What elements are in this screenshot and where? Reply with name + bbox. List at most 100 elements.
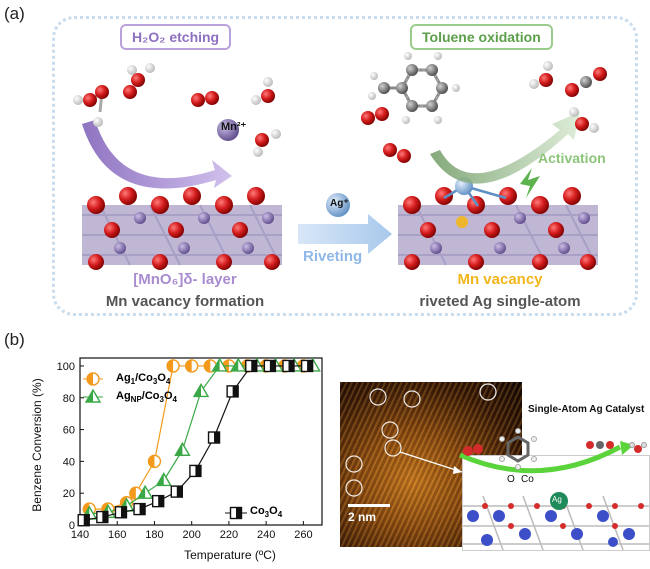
data-point-s2-fill (139, 503, 146, 515)
data-point-s1-fill (156, 473, 164, 486)
legend-marker-2-fill (236, 507, 242, 519)
activation-bolt-icon (520, 168, 540, 198)
data-point-s2-fill (158, 495, 164, 507)
layer-caption: [MnO₆]δ- layer (80, 271, 290, 288)
riveted-ag-caption: riveted Ag single-atom (419, 293, 581, 310)
water-molecule (251, 77, 275, 105)
legend-label-co3o4: Co3O4 (250, 505, 282, 519)
legend-marker-1-fill (86, 390, 93, 402)
scale-label: 2 nm (348, 510, 377, 524)
x-tick-label: 240 (257, 529, 275, 541)
data-point-s2-fill (214, 432, 220, 444)
water-molecule (529, 61, 553, 89)
ag-ion-atom (326, 193, 350, 217)
layer-caption-text: [MnO₆]δ- layer (133, 271, 237, 288)
legend-co3o4-main: Co (250, 505, 265, 517)
single-atom-circle (345, 479, 363, 497)
o2-molecule (463, 444, 483, 456)
data-point-s2-fill (251, 360, 257, 372)
h2o2-molecule (73, 85, 109, 127)
mn-vacancy-caption: Mn vacancy (457, 271, 543, 288)
legend-co3o4-o: O (269, 505, 278, 517)
data-point-s2-fill (269, 360, 276, 372)
legend-ag1-sub3: 4 (165, 377, 171, 387)
legend-agnp-sub1: NP (130, 395, 142, 405)
data-point-s1-fill (194, 384, 201, 397)
y-tick-label: 80 (63, 393, 75, 405)
data-point-s0-fill (129, 487, 136, 500)
legend-ag1-mid: /Co (135, 372, 153, 384)
legend-ag1-sub1: 1 (130, 377, 136, 387)
data-point-s2-fill (176, 486, 183, 498)
data-point-s0-fill (167, 359, 174, 372)
data-point-s1-fill (175, 443, 183, 456)
legend-marker-0-fill (87, 373, 93, 385)
data-point-s2-fill (83, 514, 90, 526)
series-line-0 (89, 365, 304, 510)
single-atom-circle (403, 390, 421, 408)
water-molecule (629, 442, 647, 453)
plot-frame (79, 357, 323, 526)
data-point-s2-fill (307, 360, 313, 372)
water-molecule (253, 129, 281, 157)
x-tick-label: 160 (108, 529, 126, 541)
legend-agnp-sub2: 3 (159, 395, 164, 405)
zoom-pointer-head (453, 466, 462, 474)
benzene-molecule (499, 428, 537, 470)
data-point-s1-fill (231, 358, 239, 371)
data-point-s0-fill (185, 359, 192, 372)
catalyst-structure (463, 492, 649, 550)
panel-a-schematic (73, 52, 607, 270)
single-atom-circle (369, 388, 387, 406)
scale-bar (348, 504, 390, 507)
legend-ag1-sub2: 3 (152, 377, 158, 387)
reaction-arrow (458, 444, 622, 474)
h2o2-molecule (123, 63, 155, 99)
water-molecule (569, 107, 599, 133)
legend-co3o4-sub2: 4 (277, 510, 283, 520)
oxidation-arrow (430, 112, 580, 184)
y-tick-label: 0 (69, 520, 75, 532)
y-tick-label: 60 (63, 425, 75, 437)
y-tick-label: 20 (63, 488, 75, 500)
data-point-s0-fill (204, 359, 211, 372)
x-tick-label: 260 (294, 529, 312, 541)
legend-agnp-main: Ag (116, 390, 131, 402)
y-tick-label: 100 (57, 361, 75, 373)
data-point-s0-fill (148, 455, 155, 468)
data-point-s2-fill (232, 385, 239, 397)
ag-label: Ag (552, 495, 562, 504)
legend-label-ag1: Ag1/Co3O4 (116, 372, 170, 386)
x-tick-label: 180 (145, 529, 163, 541)
co-label: Co (521, 474, 534, 485)
vacancy-lattice (398, 177, 598, 270)
x-tick-label: 220 (220, 529, 238, 541)
oxidation-title-text: Toluene oxidation (422, 29, 541, 45)
etching-title: H₂O₂ etching (120, 24, 232, 50)
co2-molecule (586, 441, 614, 449)
mn-ion-label: Mn²⁺ (221, 121, 247, 133)
panel-a-frame (52, 16, 638, 316)
zoom-pointer (399, 451, 463, 473)
toluene-molecule (368, 52, 460, 124)
legend-label-agnp: AgNP/Co3O4 (116, 390, 177, 404)
legend-agnp-sub3: 4 (172, 395, 177, 405)
co2-molecule (565, 67, 607, 97)
stem-circles (345, 383, 497, 497)
single-atom-circle (381, 421, 399, 439)
activation-label: Activation (538, 150, 606, 166)
panel-a-label: (a) (4, 4, 25, 23)
legend-ag1-o: O (157, 372, 166, 384)
catalyst-reaction-graphic (458, 428, 647, 474)
catalyst-label: Single-Atom Ag Catalyst (528, 404, 645, 415)
oxidation-title: Toluene oxidation (410, 24, 553, 50)
single-atom-circle (479, 383, 497, 401)
data-point-s1-fill (138, 486, 146, 499)
riveting-arrow (298, 214, 392, 254)
single-atom-circle (384, 439, 402, 457)
panel-b-label: (b) (4, 330, 25, 349)
data-point-s2-fill (288, 360, 294, 372)
legend-ag1-main: Ag (116, 372, 131, 384)
o-label: O (507, 474, 515, 485)
